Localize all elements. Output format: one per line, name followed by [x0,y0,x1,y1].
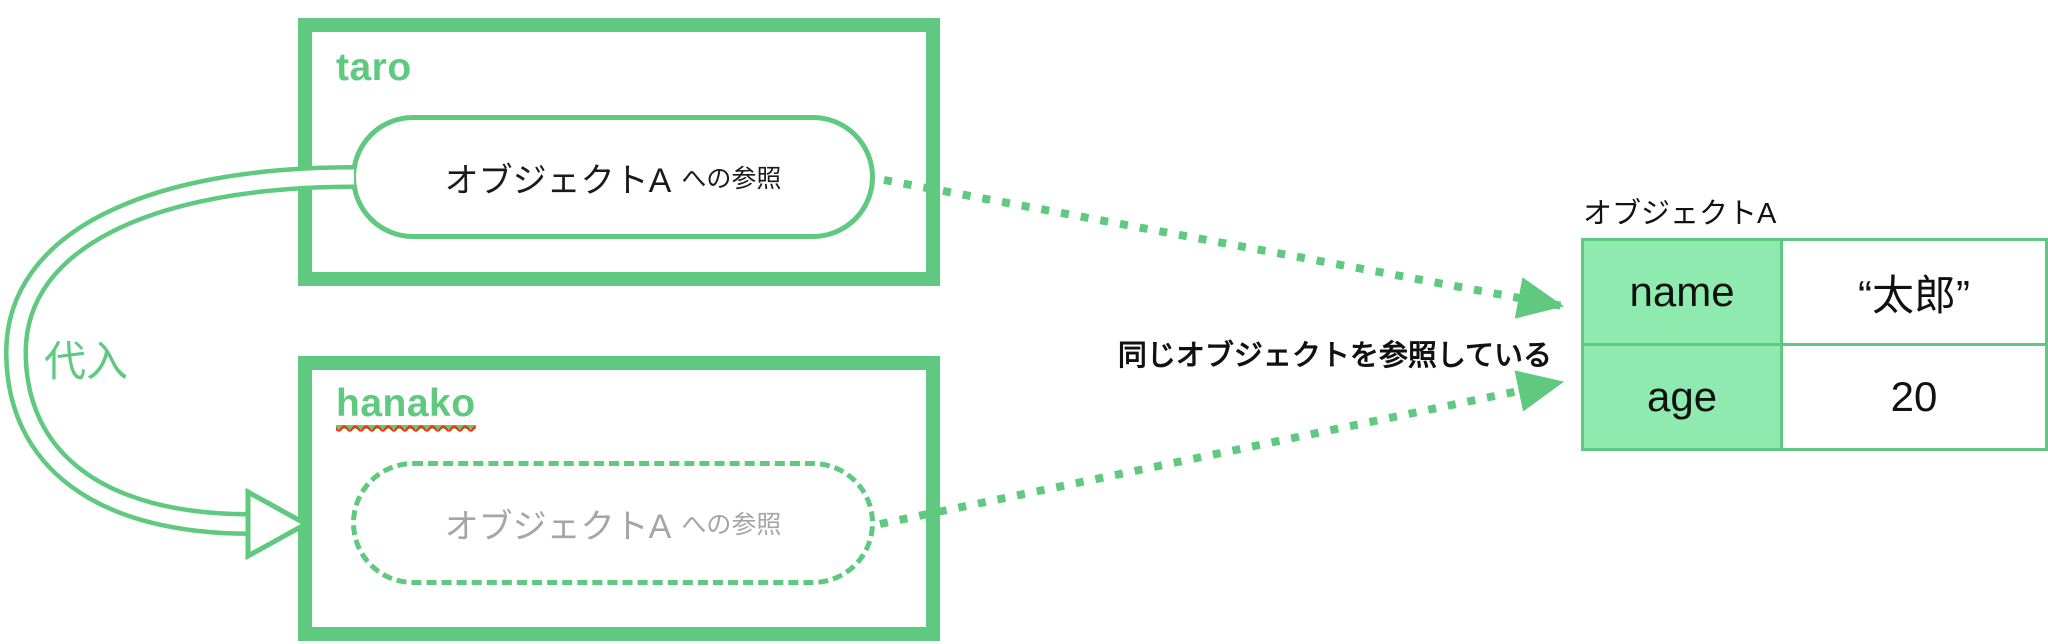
taro-box: taro オブジェクトA への参照 [298,18,940,286]
hanako-reference-suffix: への参照 [681,511,782,539]
table-row: name “太郎” [1580,238,2048,346]
taro-reference-arrow [883,176,1565,319]
hanako-reference-text: オブジェクトA [444,507,672,546]
object-table: name “太郎” age 20 [1580,238,2048,451]
assignment-label: 代入 [44,338,129,385]
hanako-label: hanako [336,383,476,429]
taro-reference-text: オブジェクトA [444,161,672,200]
taro-reference-suffix: への参照 [681,165,782,193]
hanako-reference-arrow [879,370,1565,528]
table-cell-age-value: 20 [1780,343,2048,451]
object-table-title: オブジェクトA [1583,198,1777,230]
table-cell-age-key: age [1580,343,1784,451]
table-row: age 20 [1580,343,2048,451]
table-cell-name-value: “太郎” [1780,238,2048,346]
taro-label: taro [336,46,412,89]
table-cell-name-key: name [1580,238,1784,346]
hanako-box: hanako オブジェクトA への参照 [298,356,940,641]
taro-reference-oval: オブジェクトA への参照 [351,115,875,239]
shared-reference-annotation: 同じオブジェクトを参照している [1117,340,1553,372]
hanako-reference-oval: オブジェクトA への参照 [351,461,875,585]
